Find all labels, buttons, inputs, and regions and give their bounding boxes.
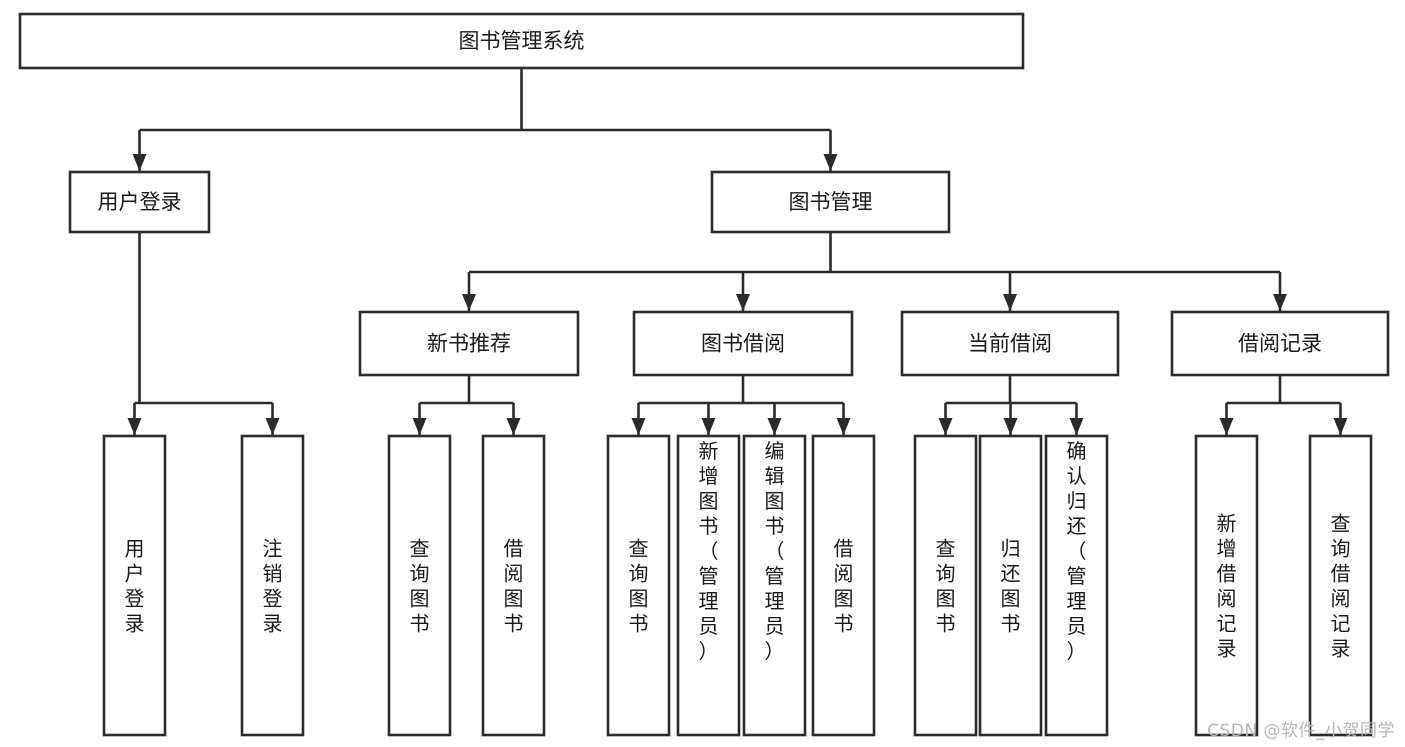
node-leaf-edit-book-admin[interactable]: 编辑图书（管理员） xyxy=(742,434,807,737)
node-leaf-borrow-book-rect[interactable] xyxy=(811,434,876,737)
node-leaf-add-borrow-record-rect[interactable] xyxy=(1194,434,1259,737)
arrow-head-icon xyxy=(1069,418,1084,435)
arrow-head-icon xyxy=(462,294,476,311)
csdn-watermark: CSDN @软件_小贺同学 xyxy=(1207,721,1395,741)
node-leaf-add-book-admin[interactable]: 新增图书（管理员） xyxy=(676,434,741,737)
node-leaf-query-book-recommend[interactable]: 查询图书 xyxy=(387,434,452,737)
node-root-system[interactable]: 图书管理系统 xyxy=(18,12,1025,70)
arrow-head-icon xyxy=(1003,294,1017,311)
node-leaf-user-login[interactable]: 用户登录 xyxy=(102,434,167,737)
arrow-head-icon xyxy=(127,418,142,435)
node-leaf-return-book-rect[interactable] xyxy=(978,434,1043,737)
node-new-book-recommend[interactable]: 新书推荐 xyxy=(358,310,580,377)
node-leaf-add-book-admin-rect[interactable] xyxy=(676,434,741,737)
node-leaf-user-login-rect[interactable] xyxy=(102,434,167,737)
arrow-head-icon xyxy=(701,418,716,435)
node-current-borrow-rect[interactable] xyxy=(900,310,1120,377)
node-new-book-recommend-label: 新书推荐 xyxy=(427,332,511,356)
arrow-head-icon xyxy=(736,294,750,311)
node-root-system-label: 图书管理系统 xyxy=(459,29,585,53)
node-book-manage-rect[interactable] xyxy=(710,170,951,234)
arrow-head-icon xyxy=(132,154,147,171)
node-book-manage[interactable]: 图书管理 xyxy=(710,170,951,234)
arrow-head-icon xyxy=(767,418,782,435)
arrow-head-icon xyxy=(412,418,427,435)
node-leaf-confirm-return-admin[interactable]: 确认归还（管理员） xyxy=(1044,434,1109,737)
node-user-login-label: 用户登录 xyxy=(98,190,182,214)
node-book-borrow-rect[interactable] xyxy=(632,310,854,377)
node-leaf-edit-book-admin-rect[interactable] xyxy=(742,434,807,737)
node-leaf-query-book-current-label: 查询图书 xyxy=(936,537,956,636)
node-leaf-query-book-recommend-rect[interactable] xyxy=(387,434,452,737)
arrow-head-icon xyxy=(1003,418,1018,435)
node-leaf-add-borrow-record[interactable]: 新增借阅记录 xyxy=(1194,434,1259,737)
node-leaf-return-book[interactable]: 归还图书 xyxy=(978,434,1043,737)
node-leaf-query-borrow-record[interactable]: 查询借阅记录 xyxy=(1308,434,1373,737)
arrow-head-icon xyxy=(1333,418,1348,435)
node-user-login[interactable]: 用户登录 xyxy=(68,170,211,234)
node-leaf-query-book-borrow[interactable]: 查询图书 xyxy=(606,434,671,737)
node-leaf-edit-book-admin-label: 编辑图书（管理员） xyxy=(765,439,785,663)
node-leaf-user-login-label: 用户登录 xyxy=(125,537,145,636)
arrow-head-icon xyxy=(265,418,280,435)
node-leaf-borrow-book-recommend-label: 借阅图书 xyxy=(504,537,524,636)
node-leaf-borrow-book[interactable]: 借阅图书 xyxy=(811,434,876,737)
node-user-login-rect[interactable] xyxy=(68,170,211,234)
arrow-head-icon xyxy=(1273,294,1287,311)
node-book-borrow-label: 图书借阅 xyxy=(701,332,785,356)
node-leaf-borrow-book-label: 借阅图书 xyxy=(834,537,854,636)
node-borrow-record[interactable]: 借阅记录 xyxy=(1170,310,1390,377)
node-leaf-query-book-recommend-label: 查询图书 xyxy=(410,537,430,636)
node-leaf-borrow-book-recommend-rect[interactable] xyxy=(481,434,546,737)
node-leaf-query-borrow-record-rect[interactable] xyxy=(1308,434,1373,737)
node-leaf-add-borrow-record-label: 新增借阅记录 xyxy=(1217,512,1237,661)
node-leaf-return-book-label: 归还图书 xyxy=(1001,537,1021,636)
arrow-head-icon xyxy=(631,418,646,435)
arrow-head-icon xyxy=(836,418,851,435)
node-leaf-query-book-borrow-rect[interactable] xyxy=(606,434,671,737)
node-current-borrow[interactable]: 当前借阅 xyxy=(900,310,1120,377)
node-leaf-query-borrow-record-label: 查询借阅记录 xyxy=(1331,512,1351,661)
node-leaf-borrow-book-recommend[interactable]: 借阅图书 xyxy=(481,434,546,737)
node-book-manage-label: 图书管理 xyxy=(789,190,873,214)
arrow-head-icon xyxy=(506,418,521,435)
arrow-head-icon xyxy=(938,418,953,435)
node-leaf-add-book-admin-label: 新增图书（管理员） xyxy=(699,439,719,663)
nodes-layer: 图书管理系统用户登录图书管理新书推荐图书借阅当前借阅借阅记录用户登录注销登录查询… xyxy=(18,12,1390,737)
node-borrow-record-rect[interactable] xyxy=(1170,310,1390,377)
node-leaf-logout-label: 注销登录 xyxy=(263,537,283,636)
node-leaf-logout-rect[interactable] xyxy=(240,434,305,737)
node-new-book-recommend-rect[interactable] xyxy=(358,310,580,377)
connectors-layer xyxy=(127,68,1348,435)
node-leaf-logout[interactable]: 注销登录 xyxy=(240,434,305,737)
node-leaf-query-book-borrow-label: 查询图书 xyxy=(629,537,649,636)
node-leaf-confirm-return-admin-rect[interactable] xyxy=(1044,434,1109,737)
node-leaf-query-book-current[interactable]: 查询图书 xyxy=(913,434,978,737)
node-leaf-confirm-return-admin-label: 确认归还（管理员） xyxy=(1067,439,1087,663)
node-root-system-rect[interactable] xyxy=(18,12,1025,70)
node-leaf-query-book-current-rect[interactable] xyxy=(913,434,978,737)
arrow-head-icon xyxy=(1219,418,1234,435)
node-book-borrow[interactable]: 图书借阅 xyxy=(632,310,854,377)
arrow-head-icon xyxy=(823,154,838,171)
node-current-borrow-label: 当前借阅 xyxy=(968,332,1052,356)
node-borrow-record-label: 借阅记录 xyxy=(1238,332,1322,356)
